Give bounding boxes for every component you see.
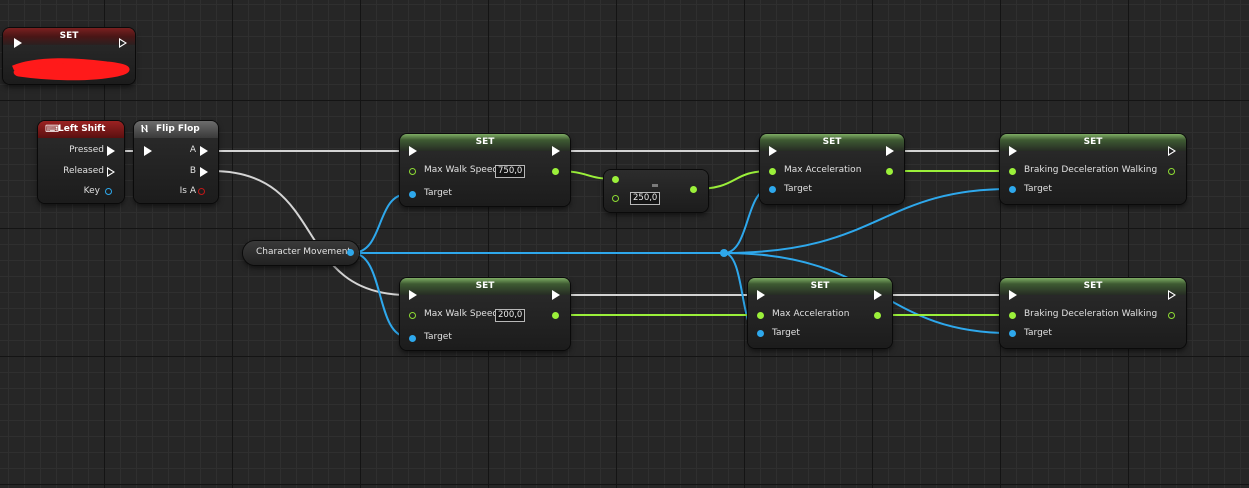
max-acceleration-input-pin[interactable]: [757, 312, 764, 319]
set-max-acceleration-node-2[interactable]: SET Max Acceleration Target: [748, 278, 892, 348]
reroute-knot: [720, 249, 728, 257]
max-walk-speed-label: Max Walk Speed: [424, 309, 499, 319]
character-movement-node[interactable]: Character Movement: [243, 241, 359, 265]
max-walk-speed-input-pin[interactable]: [409, 168, 416, 175]
max-walk-speed-value-field[interactable]: 750,0: [495, 165, 526, 178]
braking-deceleration-label: Braking Deceleration Walking: [1024, 165, 1158, 175]
node-header: SET: [760, 134, 904, 151]
max-walk-speed-label: Max Walk Speed: [424, 165, 499, 175]
exec-in-pin[interactable]: [1009, 146, 1017, 156]
key-pin[interactable]: [105, 188, 112, 195]
node-title: Left Shift: [58, 124, 106, 134]
pressed-label: Pressed: [69, 145, 104, 155]
node-title: Character Movement: [256, 247, 351, 257]
multiply-output-pin[interactable]: [690, 186, 697, 193]
target-label: Target: [424, 188, 452, 198]
target-pin[interactable]: [757, 330, 764, 337]
flipflop-icon: Ⲛ: [141, 124, 148, 135]
multiply-node[interactable]: 250,0: [604, 170, 708, 212]
max-walk-speed-output-pin[interactable]: [552, 168, 559, 175]
is-a-label: Is A: [179, 186, 196, 196]
b-exec-pin[interactable]: [200, 167, 208, 177]
max-acceleration-label: Max Acceleration: [772, 309, 850, 319]
left-shift-event-node[interactable]: ⌨ Left Shift Pressed Released Key: [38, 121, 124, 203]
node-header: SET: [400, 278, 570, 295]
multiply-input-pin-b[interactable]: [612, 195, 619, 202]
max-acceleration-output-pin[interactable]: [886, 168, 893, 175]
braking-deceleration-input-pin[interactable]: [1009, 168, 1016, 175]
pressed-exec-pin[interactable]: [107, 146, 115, 156]
set-max-walk-speed-node-1[interactable]: SET Max Walk Speed 750,0 Target: [400, 134, 570, 206]
object-wire-walk1: [351, 193, 409, 254]
target-pin[interactable]: [409, 191, 416, 198]
max-acceleration-input-pin[interactable]: [769, 168, 776, 175]
max-acceleration-output-pin[interactable]: [874, 312, 881, 319]
max-acceleration-label: Max Acceleration: [784, 165, 862, 175]
set-max-walk-speed-node-2[interactable]: SET Max Walk Speed 200,0 Target: [400, 278, 570, 350]
exec-wire-b: [211, 170, 409, 296]
released-exec-pin[interactable]: [107, 167, 115, 177]
b-label: B: [189, 166, 196, 176]
exec-in-pin[interactable]: [757, 290, 765, 300]
set-braking-deceleration-node-2[interactable]: SET Braking Deceleration Walking Target: [1000, 278, 1186, 348]
node-title: Flip Flop: [156, 124, 200, 134]
exec-out-pin[interactable]: [552, 290, 560, 300]
target-pin[interactable]: [769, 186, 776, 193]
node-header: SET: [400, 134, 570, 151]
set-braking-deceleration-node-1[interactable]: SET Braking Deceleration Walking Target: [1000, 134, 1186, 204]
released-label: Released: [63, 166, 104, 176]
exec-out-pin[interactable]: [886, 146, 894, 156]
braking-deceleration-label: Braking Deceleration Walking: [1024, 309, 1158, 319]
braking-deceleration-input-pin[interactable]: [1009, 312, 1016, 319]
exec-in-pin[interactable]: [14, 38, 22, 48]
exec-out-pin[interactable]: [1168, 290, 1176, 300]
max-walk-speed-value-field[interactable]: 200,0: [495, 309, 526, 322]
keyboard-event-icon: ⌨: [45, 124, 60, 135]
target-pin[interactable]: [1009, 330, 1016, 337]
exec-out-pin[interactable]: [874, 290, 882, 300]
multiply-value-field[interactable]: 250,0: [630, 192, 661, 205]
exec-in-pin[interactable]: [769, 146, 777, 156]
braking-deceleration-output-pin[interactable]: [1168, 312, 1175, 319]
target-pin[interactable]: [1009, 186, 1016, 193]
max-walk-speed-input-pin[interactable]: [409, 312, 416, 319]
target-label: Target: [1024, 184, 1052, 194]
exec-in-pin[interactable]: [409, 290, 417, 300]
a-exec-pin[interactable]: [200, 146, 208, 156]
exec-in-pin[interactable]: [1009, 290, 1017, 300]
set-max-acceleration-node-1[interactable]: SET Max Acceleration Target: [760, 134, 904, 204]
node-header: SET: [1000, 278, 1186, 295]
node-header: SET: [748, 278, 892, 295]
character-movement-output-pin[interactable]: [347, 249, 354, 256]
node-header: SET: [1000, 134, 1186, 151]
target-label: Target: [1024, 328, 1052, 338]
set-node-top[interactable]: SET: [3, 28, 135, 84]
exec-in-pin[interactable]: [144, 146, 152, 156]
multiply-input-pin-a[interactable]: [612, 176, 619, 183]
red-scribble: [12, 58, 130, 81]
node-header: SET: [3, 28, 135, 45]
node-header: ⌨ Left Shift: [38, 121, 124, 138]
braking-deceleration-output-pin[interactable]: [1168, 168, 1175, 175]
target-label: Target: [424, 332, 452, 342]
key-label: Key: [83, 186, 100, 196]
exec-out-pin[interactable]: [1168, 146, 1176, 156]
exec-in-pin[interactable]: [409, 146, 417, 156]
exec-out-pin[interactable]: [119, 38, 127, 48]
max-walk-speed-output-pin[interactable]: [552, 312, 559, 319]
multiply-operator-icon: [652, 184, 658, 187]
target-label: Target: [784, 184, 812, 194]
target-label: Target: [772, 328, 800, 338]
target-pin[interactable]: [409, 335, 416, 342]
flip-flop-node[interactable]: Ⲛ Flip Flop A B Is A: [134, 121, 218, 203]
exec-out-pin[interactable]: [552, 146, 560, 156]
a-label: A: [189, 145, 196, 155]
node-header: Ⲛ Flip Flop: [134, 121, 218, 138]
is-a-pin[interactable]: [198, 188, 205, 195]
